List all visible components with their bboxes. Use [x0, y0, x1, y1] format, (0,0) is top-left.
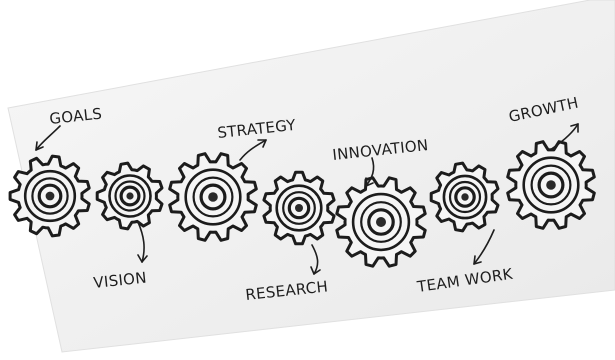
goals-gear-ring-1	[23, 169, 77, 223]
research-gear-hub	[295, 204, 303, 212]
goals-gear-ring-3	[37, 183, 63, 209]
team-work-arrow	[473, 229, 495, 265]
vision-arrowhead	[137, 254, 148, 263]
research-arrowhead	[310, 266, 321, 275]
innovation-gear-ring-3	[367, 208, 395, 236]
research-gear	[262, 170, 336, 246]
growth-gear-ring-3	[537, 171, 565, 199]
research-gear-ring-3	[287, 196, 311, 220]
vision-arrow	[137, 221, 145, 263]
gear-chain	[8, 140, 596, 268]
strategy-gear	[168, 152, 258, 242]
goals-gear	[8, 154, 91, 238]
team-work-gear-ring-1	[442, 174, 488, 220]
vision-gear-ring-1	[108, 174, 152, 218]
goals-gear-hub	[45, 191, 55, 201]
research-arrow	[311, 244, 319, 275]
growth-arrow	[549, 123, 579, 151]
vision-gear	[95, 161, 164, 231]
team-work-gear	[429, 161, 500, 233]
growth-gear-hub	[546, 180, 556, 190]
strategy-arrowhead	[257, 139, 267, 148]
label-vision: VISION	[93, 268, 148, 291]
strategy-gear-hub	[208, 192, 218, 202]
vision-gear-hub	[126, 192, 134, 200]
paper-sheet	[7, 0, 615, 353]
team-work-gear-hub	[461, 193, 469, 201]
strategy-arrow	[239, 139, 267, 161]
innovation-arrowhead	[365, 177, 374, 187]
growth-arrowhead	[570, 123, 579, 133]
goals-gear-ring-2	[31, 177, 69, 215]
innovation-gear-ring-2	[360, 201, 402, 243]
growth-gear-ring-1	[522, 156, 580, 214]
research-gear-ring-1	[275, 184, 323, 232]
growth-gear	[506, 140, 596, 230]
innovation-gear-ring-1	[351, 192, 411, 252]
vision-gear-ring-3	[119, 185, 141, 207]
team-work-gear-ring-3	[454, 186, 476, 208]
vision-gear-ring-2	[114, 180, 146, 212]
label-goals: GOALS	[49, 105, 103, 128]
label-arrows	[35, 123, 579, 275]
goals-arrowhead	[35, 141, 44, 151]
research-gear-ring-2	[282, 191, 316, 225]
strategy-gear-ring-3	[199, 183, 227, 211]
innovation-gear-hub	[376, 217, 386, 227]
goals-arrow	[35, 125, 61, 151]
innovation-gear	[335, 176, 427, 268]
strategy-gear-ring-1	[184, 168, 242, 226]
team-work-gear-ring-2	[448, 180, 482, 214]
growth-gear-ring-2	[530, 164, 572, 206]
strategy-gear-ring-2	[192, 176, 234, 218]
innovation-arrow	[365, 157, 375, 187]
team-work-arrowhead	[473, 255, 482, 265]
